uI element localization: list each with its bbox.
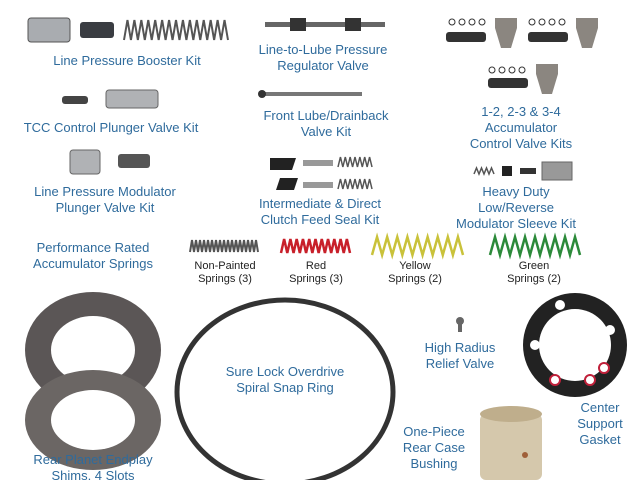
- center-support-label: Center Support Gasket: [577, 400, 623, 447]
- line-to-lube-label: Line-to-Lube Pressure Regulator Valve: [258, 42, 388, 73]
- high-radius-label: High Radius Relief Valve: [424, 340, 496, 371]
- modulator-sleeve-parts: [473, 161, 573, 181]
- spring-label-red: Red Springs (3): [289, 260, 343, 285]
- accumulator-control-label: 1-2, 2-3 & 3-4 Accumulator Control Valve…: [469, 104, 573, 151]
- drainback-valve-part: [258, 90, 362, 98]
- performance-springs-label: Performance Rated Accumulator Springs: [33, 240, 153, 271]
- spring-green: [488, 232, 582, 260]
- spring-label-yellow: Yellow Springs (2): [388, 260, 442, 285]
- relief-valve-part: [456, 317, 464, 332]
- intermediate-direct-label: Intermediate & Direct Clutch Feed Seal K…: [258, 196, 382, 227]
- center-support-gasket: [523, 293, 627, 397]
- spring-label-green: Green Springs (2): [507, 260, 561, 285]
- spring-yellow: [370, 232, 465, 260]
- one-piece-label: One-Piece Rear Case Bushing: [402, 424, 466, 471]
- spring-non-painted: [189, 239, 259, 253]
- modulator-plunger-part: [69, 149, 150, 175]
- heavy-duty-label: Heavy Duty Low/Reverse Modulator Sleeve …: [456, 184, 576, 231]
- clutch-feed-seal-parts: [270, 156, 373, 190]
- rear-planet-label: Rear Planet Endplay Shims, 4 Slots: [33, 452, 153, 480]
- spiral-snap-ring: [174, 297, 396, 480]
- rear-case-bushing: [480, 406, 542, 480]
- booster-valve-part: [27, 17, 229, 43]
- front-lube-label: Front Lube/Drainback Valve Kit: [263, 108, 389, 139]
- tcc-control-label: TCC Control Plunger Valve Kit: [23, 120, 199, 135]
- endplay-shims: [25, 292, 161, 470]
- line-pressure-booster-label: Line Pressure Booster Kit: [53, 53, 201, 68]
- spring-label-non-painted: Non-Painted Springs (3): [194, 260, 256, 285]
- tcc-plunger-part: [62, 89, 159, 109]
- line-pressure-modulator-label: Line Pressure Modulator Plunger Valve Ki…: [34, 184, 176, 215]
- sure-lock-label: Sure Lock Overdrive Spiral Snap Ring: [225, 364, 345, 395]
- regulator-valve-part: [265, 18, 385, 31]
- spring-red: [279, 238, 352, 254]
- accumulator-valve-parts: [446, 18, 598, 94]
